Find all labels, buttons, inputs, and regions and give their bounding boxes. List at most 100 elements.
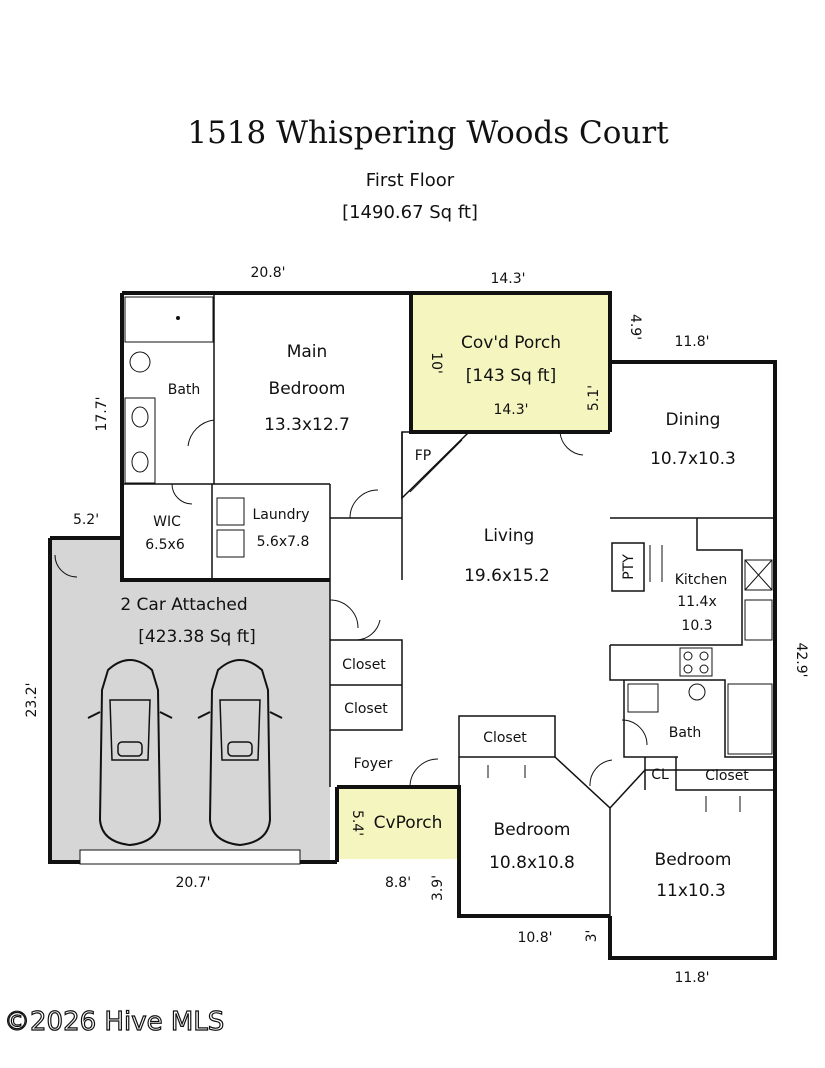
bedroom3-size: 11x10.3 — [656, 881, 726, 901]
closet-label: Closet — [483, 730, 527, 746]
door-swing — [409, 758, 439, 788]
sink-icon — [131, 406, 149, 428]
covd-porch-fill — [411, 293, 610, 432]
toilet-icon — [129, 351, 151, 373]
covd-porch-area: [143 Sq ft] — [466, 366, 556, 386]
kitchen-sink-icon — [744, 599, 773, 641]
dim-porch-inner-right: 5.1' — [586, 385, 602, 411]
dim-garage-bottom: 20.7' — [175, 875, 210, 891]
kitchen-size-2: 10.3 — [681, 618, 712, 634]
dim-wic-left: 5.2' — [73, 512, 99, 528]
garage-door — [79, 849, 301, 865]
bifold-door — [705, 796, 741, 812]
closet-label: Closet — [342, 657, 386, 673]
pantry-box — [611, 542, 645, 592]
bedroom2-label: Bedroom — [494, 820, 571, 840]
washer-icon — [216, 497, 245, 526]
pantry-label: PTY — [621, 554, 637, 580]
dim-bed2-bottom: 10.8' — [517, 930, 552, 946]
door-swing — [356, 619, 381, 641]
dim-dining-top: 11.8' — [674, 334, 709, 350]
living-size: 19.6x15.2 — [464, 566, 550, 586]
dining-label: Dining — [666, 410, 721, 430]
door-swing — [329, 599, 359, 629]
laundry-size: 5.6x7.8 — [257, 534, 310, 550]
door-swing — [559, 431, 584, 456]
drain-icon — [176, 316, 180, 320]
dim-bed2-step: 3' — [584, 930, 600, 943]
closet-label: Closet — [344, 701, 388, 717]
bath2-toilet-icon — [688, 683, 706, 701]
dim-top-left: 20.8' — [250, 265, 285, 281]
bedroom2-size: 10.8x10.8 — [489, 853, 575, 873]
wic-size: 6.5x6 — [145, 537, 185, 553]
bath-main-label: Bath — [168, 382, 201, 398]
door-swing — [187, 419, 215, 447]
stove-icon — [679, 647, 713, 677]
garage-fill — [50, 538, 330, 862]
dim-porch-right: 4.9' — [627, 314, 643, 340]
closet4-box — [675, 757, 775, 791]
closet-label: Closet — [705, 768, 749, 784]
watermark: ©2026 Hive MLS — [4, 1007, 224, 1037]
garage-label: 2 Car Attached — [120, 595, 247, 615]
wall-left-upper — [120, 293, 330, 582]
main-bedroom-label-2: Bedroom — [269, 379, 346, 399]
bath2-walls — [609, 645, 775, 758]
door-swing — [621, 719, 648, 746]
dim-right-side: 42.9' — [793, 642, 809, 677]
wall-cvporch — [337, 785, 610, 918]
main-bedroom-size: 13.3x12.7 — [264, 415, 350, 435]
covd-porch-label: Cov'd Porch — [461, 333, 561, 353]
dim-bed3-bottom: 11.8' — [674, 970, 709, 986]
dim-porch-inner-bottom: 14.3' — [493, 402, 528, 418]
garage-area: [423.38 Sq ft] — [138, 627, 256, 647]
dim-cvporch-left: 5.4' — [349, 810, 365, 836]
door-swing — [349, 489, 379, 519]
bifold-door — [487, 765, 526, 778]
living-label: Living — [484, 526, 535, 546]
bath2-label: Bath — [669, 725, 702, 741]
wall-bed3-top — [609, 769, 775, 809]
dim-cvporch-right: 3.9' — [430, 875, 446, 901]
wall-top — [122, 291, 612, 432]
fireplace-label: FP — [415, 448, 432, 464]
dim-left-bath: 17.7' — [94, 396, 110, 431]
vanity-icon — [124, 397, 156, 484]
floor-area: [1490.67 Sq ft] — [342, 202, 478, 223]
door-swing — [589, 759, 613, 787]
dryer-icon — [216, 529, 245, 558]
car-icon — [197, 659, 283, 847]
plan-title: 1518 Whispering Woods Court — [187, 115, 669, 151]
wall-right — [608, 360, 777, 960]
floor-label: First Floor — [366, 170, 455, 191]
kitchen-size: 11.4x — [677, 594, 716, 610]
foyer-label: Foyer — [354, 756, 393, 772]
kitchen-label: Kitchen — [675, 572, 728, 588]
bath2-shower-icon — [727, 683, 773, 755]
cvporch-label: CvPorch — [374, 813, 443, 833]
sink-icon-2 — [131, 451, 149, 473]
pantry-door — [649, 545, 663, 582]
dim-cvporch-bottom: 8.8' — [385, 875, 411, 891]
bath2-sink-icon — [627, 683, 659, 713]
bath2-left — [623, 680, 678, 758]
fridge-icon — [744, 559, 773, 591]
closets-box — [329, 639, 403, 731]
dim-garage-left: 23.2' — [24, 682, 40, 717]
bedroom3-label: Bedroom — [655, 850, 732, 870]
laundry-label: Laundry — [252, 507, 309, 523]
dim-top-right: 14.3' — [490, 271, 525, 287]
fireplace-line — [409, 439, 463, 493]
car-icon — [87, 659, 173, 847]
dim-porch-inner-left: 10' — [428, 352, 444, 374]
door-swing — [171, 483, 193, 505]
fridge-cross-icon — [744, 559, 773, 591]
main-bedroom-label: Main — [287, 342, 328, 362]
shower-icon — [124, 296, 214, 343]
cl-label: CL — [651, 767, 669, 783]
fireplace — [401, 431, 471, 500]
dining-size: 10.7x10.3 — [650, 449, 736, 469]
door-swing — [54, 554, 78, 578]
